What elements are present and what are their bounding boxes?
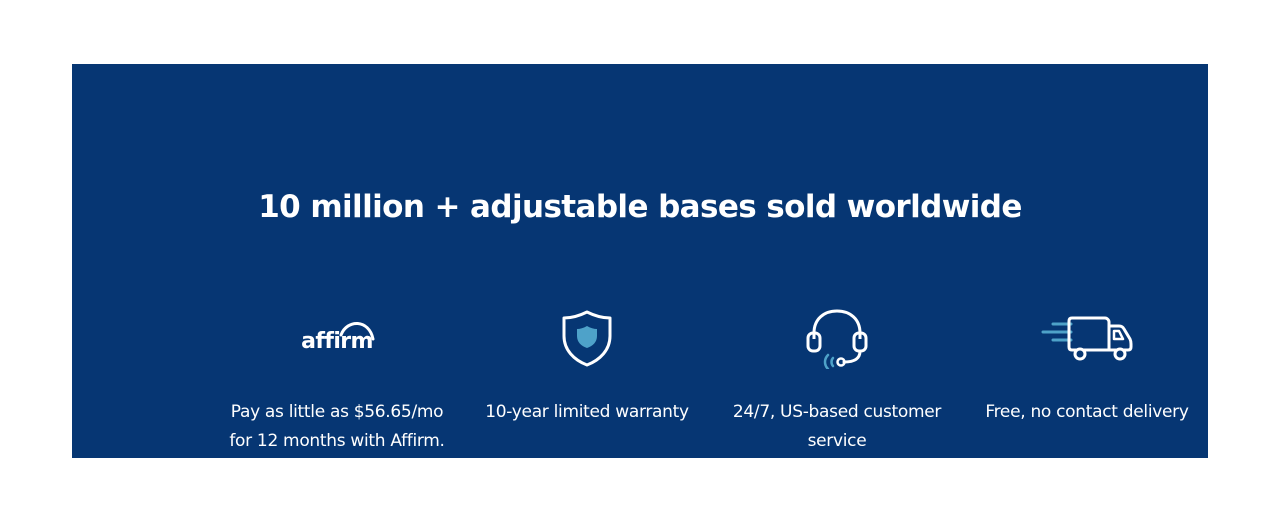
affirm-arc-icon <box>339 322 375 341</box>
feature-support: 24/7, US-based customer service <box>712 304 962 456</box>
feature-affirm-text: Pay as little as $56.65/mo for 12 months… <box>229 402 445 451</box>
affirm-logo-text: affirm <box>301 329 373 354</box>
features-row: affirm Pay as little as $56.65/mo for 12… <box>212 304 1212 456</box>
feature-delivery-text: Free, no contact delivery <box>985 402 1189 422</box>
headset-icon-container <box>777 304 897 372</box>
affirm-logo-container: affirm <box>277 304 397 372</box>
feature-delivery: Free, no contact delivery <box>962 304 1212 456</box>
feature-warranty: 10-year limited warranty <box>462 304 712 456</box>
shield-icon-container <box>527 304 647 372</box>
feature-warranty-text: 10-year limited warranty <box>485 402 689 422</box>
shield-icon <box>562 310 612 367</box>
banner-headline: 10 million + adjustable bases sold world… <box>258 189 1022 225</box>
delivery-truck-icon-container <box>1027 304 1147 372</box>
feature-support-text: 24/7, US-based customer service <box>732 402 942 451</box>
delivery-truck-icon <box>1041 316 1133 361</box>
trust-banner: 10 million + adjustable bases sold world… <box>72 64 1208 458</box>
headset-icon <box>806 309 868 369</box>
affirm-logo: affirm <box>301 322 375 354</box>
feature-affirm: affirm Pay as little as $56.65/mo for 12… <box>212 304 462 456</box>
